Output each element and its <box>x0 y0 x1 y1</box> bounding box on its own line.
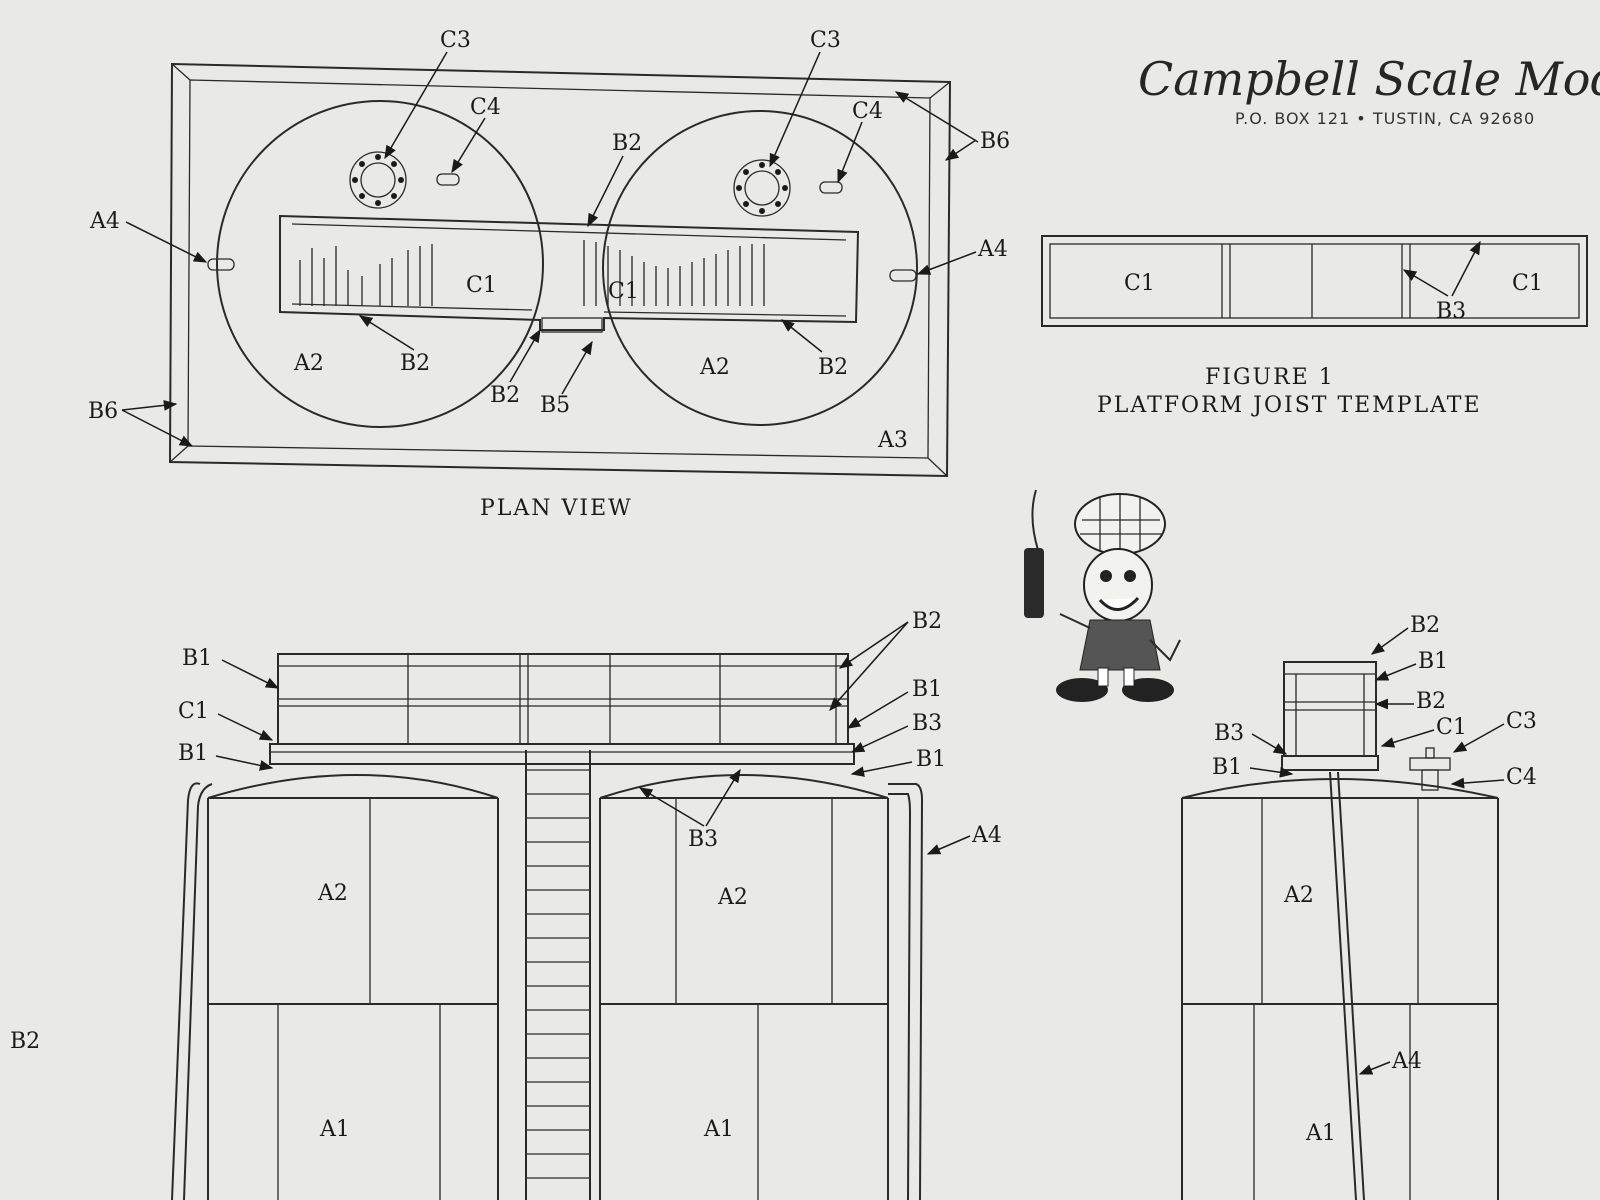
label-a2: A2 <box>317 881 348 906</box>
label-c3: C3 <box>1506 709 1537 734</box>
front-tank-right <box>599 774 889 1200</box>
plan-catwalk <box>279 214 860 333</box>
label-b2: B2 <box>612 131 642 156</box>
label-a1: A1 <box>319 1117 350 1142</box>
label-a2: A2 <box>717 885 748 910</box>
brand-header: Campbell Scale Models P.O. BOX 121 • TUS… <box>1138 52 1600 128</box>
vent-right <box>819 181 843 194</box>
front-pipe-left <box>171 782 201 1200</box>
catwalk-grating <box>299 240 765 306</box>
brand-address: P.O. BOX 121 • TUSTIN, CA 92680 <box>1235 109 1535 128</box>
label-b1: B1 <box>1418 649 1448 674</box>
label-b1: B1 <box>1212 755 1242 780</box>
label-a2: A2 <box>293 351 324 376</box>
hatch-left <box>349 151 407 209</box>
label-a4: A4 <box>1391 1049 1422 1074</box>
figure1-template: C1 C1 B3 FIGURE 1 PLATFORM JOIST TEMPLAT… <box>1041 235 1588 418</box>
side-hatch <box>1409 747 1451 791</box>
pipe-right <box>889 269 917 282</box>
label-a1: A1 <box>1305 1121 1336 1146</box>
pipe-left <box>207 258 235 271</box>
plan-leaders <box>121 51 979 447</box>
label-a3: A3 <box>877 428 908 453</box>
label-a4: A4 <box>977 237 1008 262</box>
label-b6: B6 <box>88 399 118 424</box>
label-c4: C4 <box>470 95 501 120</box>
front-leaders <box>215 621 971 855</box>
plan-view: C3 C3 C4 C4 B2 B6 A4 A4 C1 C1 A2 B2 A2 B… <box>88 28 1010 521</box>
label-b2: B2 <box>818 355 848 380</box>
front-handrail <box>269 653 855 765</box>
front-pipe-right <box>888 783 924 1200</box>
joist-template-frame <box>1041 235 1588 327</box>
vent-left <box>436 173 460 186</box>
label-b2: B2 <box>490 383 520 408</box>
label-b1: B1 <box>912 677 942 702</box>
label-c1: C1 <box>1436 715 1467 740</box>
label-b2: B2 <box>1410 613 1440 638</box>
brand-logo: Campbell Scale Models <box>1138 52 1600 106</box>
label-b5: B5 <box>540 393 570 418</box>
front-ladder <box>525 750 591 1200</box>
plan-tank-left <box>216 100 544 428</box>
label-b3: B3 <box>1214 721 1244 746</box>
label-c1: C1 <box>1512 271 1543 296</box>
label-c4: C4 <box>852 99 883 124</box>
label-a1: A1 <box>703 1117 734 1142</box>
label-a4: A4 <box>971 823 1002 848</box>
front-joist <box>269 743 855 765</box>
label-b3: B3 <box>912 711 942 736</box>
plan-tank-right <box>602 110 918 426</box>
mascot-illustration <box>1024 489 1181 702</box>
front-elevation: B1 C1 B1 B2 B1 B3 B1 A4 B3 A2 A2 A1 A1 B… <box>10 609 1002 1200</box>
label-b1: B1 <box>916 747 946 772</box>
label-c1: C1 <box>466 273 497 298</box>
label-c3: C3 <box>810 28 841 53</box>
label-a4: A4 <box>89 209 120 234</box>
plan-labels: C3 C3 C4 C4 B2 B6 A4 A4 C1 C1 A2 B2 A2 B… <box>88 28 1010 521</box>
side-leaders <box>1249 627 1505 1075</box>
label-c1: C1 <box>1124 271 1155 296</box>
figure1-subtitle: PLATFORM JOIST TEMPLATE <box>1097 393 1482 418</box>
label-c3: C3 <box>440 28 471 53</box>
label-a2: A2 <box>699 355 730 380</box>
label-c1: C1 <box>608 279 639 304</box>
label-c1: C1 <box>178 699 209 724</box>
side-elevation: B2 B1 B2 B3 C1 C3 B1 C4 A2 A4 A1 <box>1181 613 1537 1200</box>
hatch-right <box>733 159 791 217</box>
label-a2: A2 <box>1283 883 1314 908</box>
label-b1: B1 <box>182 646 212 671</box>
side-tank-roof <box>1181 778 1499 799</box>
label-b1: B1 <box>178 741 208 766</box>
figure1-title: FIGURE 1 <box>1205 365 1335 390</box>
label-b2: B2 <box>400 351 430 376</box>
label-b2: B2 <box>1416 689 1446 714</box>
label-b3: B3 <box>1436 299 1466 324</box>
plan-view-caption: PLAN VIEW <box>480 496 633 521</box>
side-pipe <box>1329 771 1357 1200</box>
label-c4: C4 <box>1506 765 1537 790</box>
label-b6: B6 <box>980 129 1010 154</box>
front-tank-left <box>207 774 499 1200</box>
side-handrail <box>1283 661 1377 757</box>
label-b2: B2 <box>10 1029 40 1054</box>
label-b2: B2 <box>912 609 942 634</box>
label-b3: B3 <box>688 827 718 852</box>
